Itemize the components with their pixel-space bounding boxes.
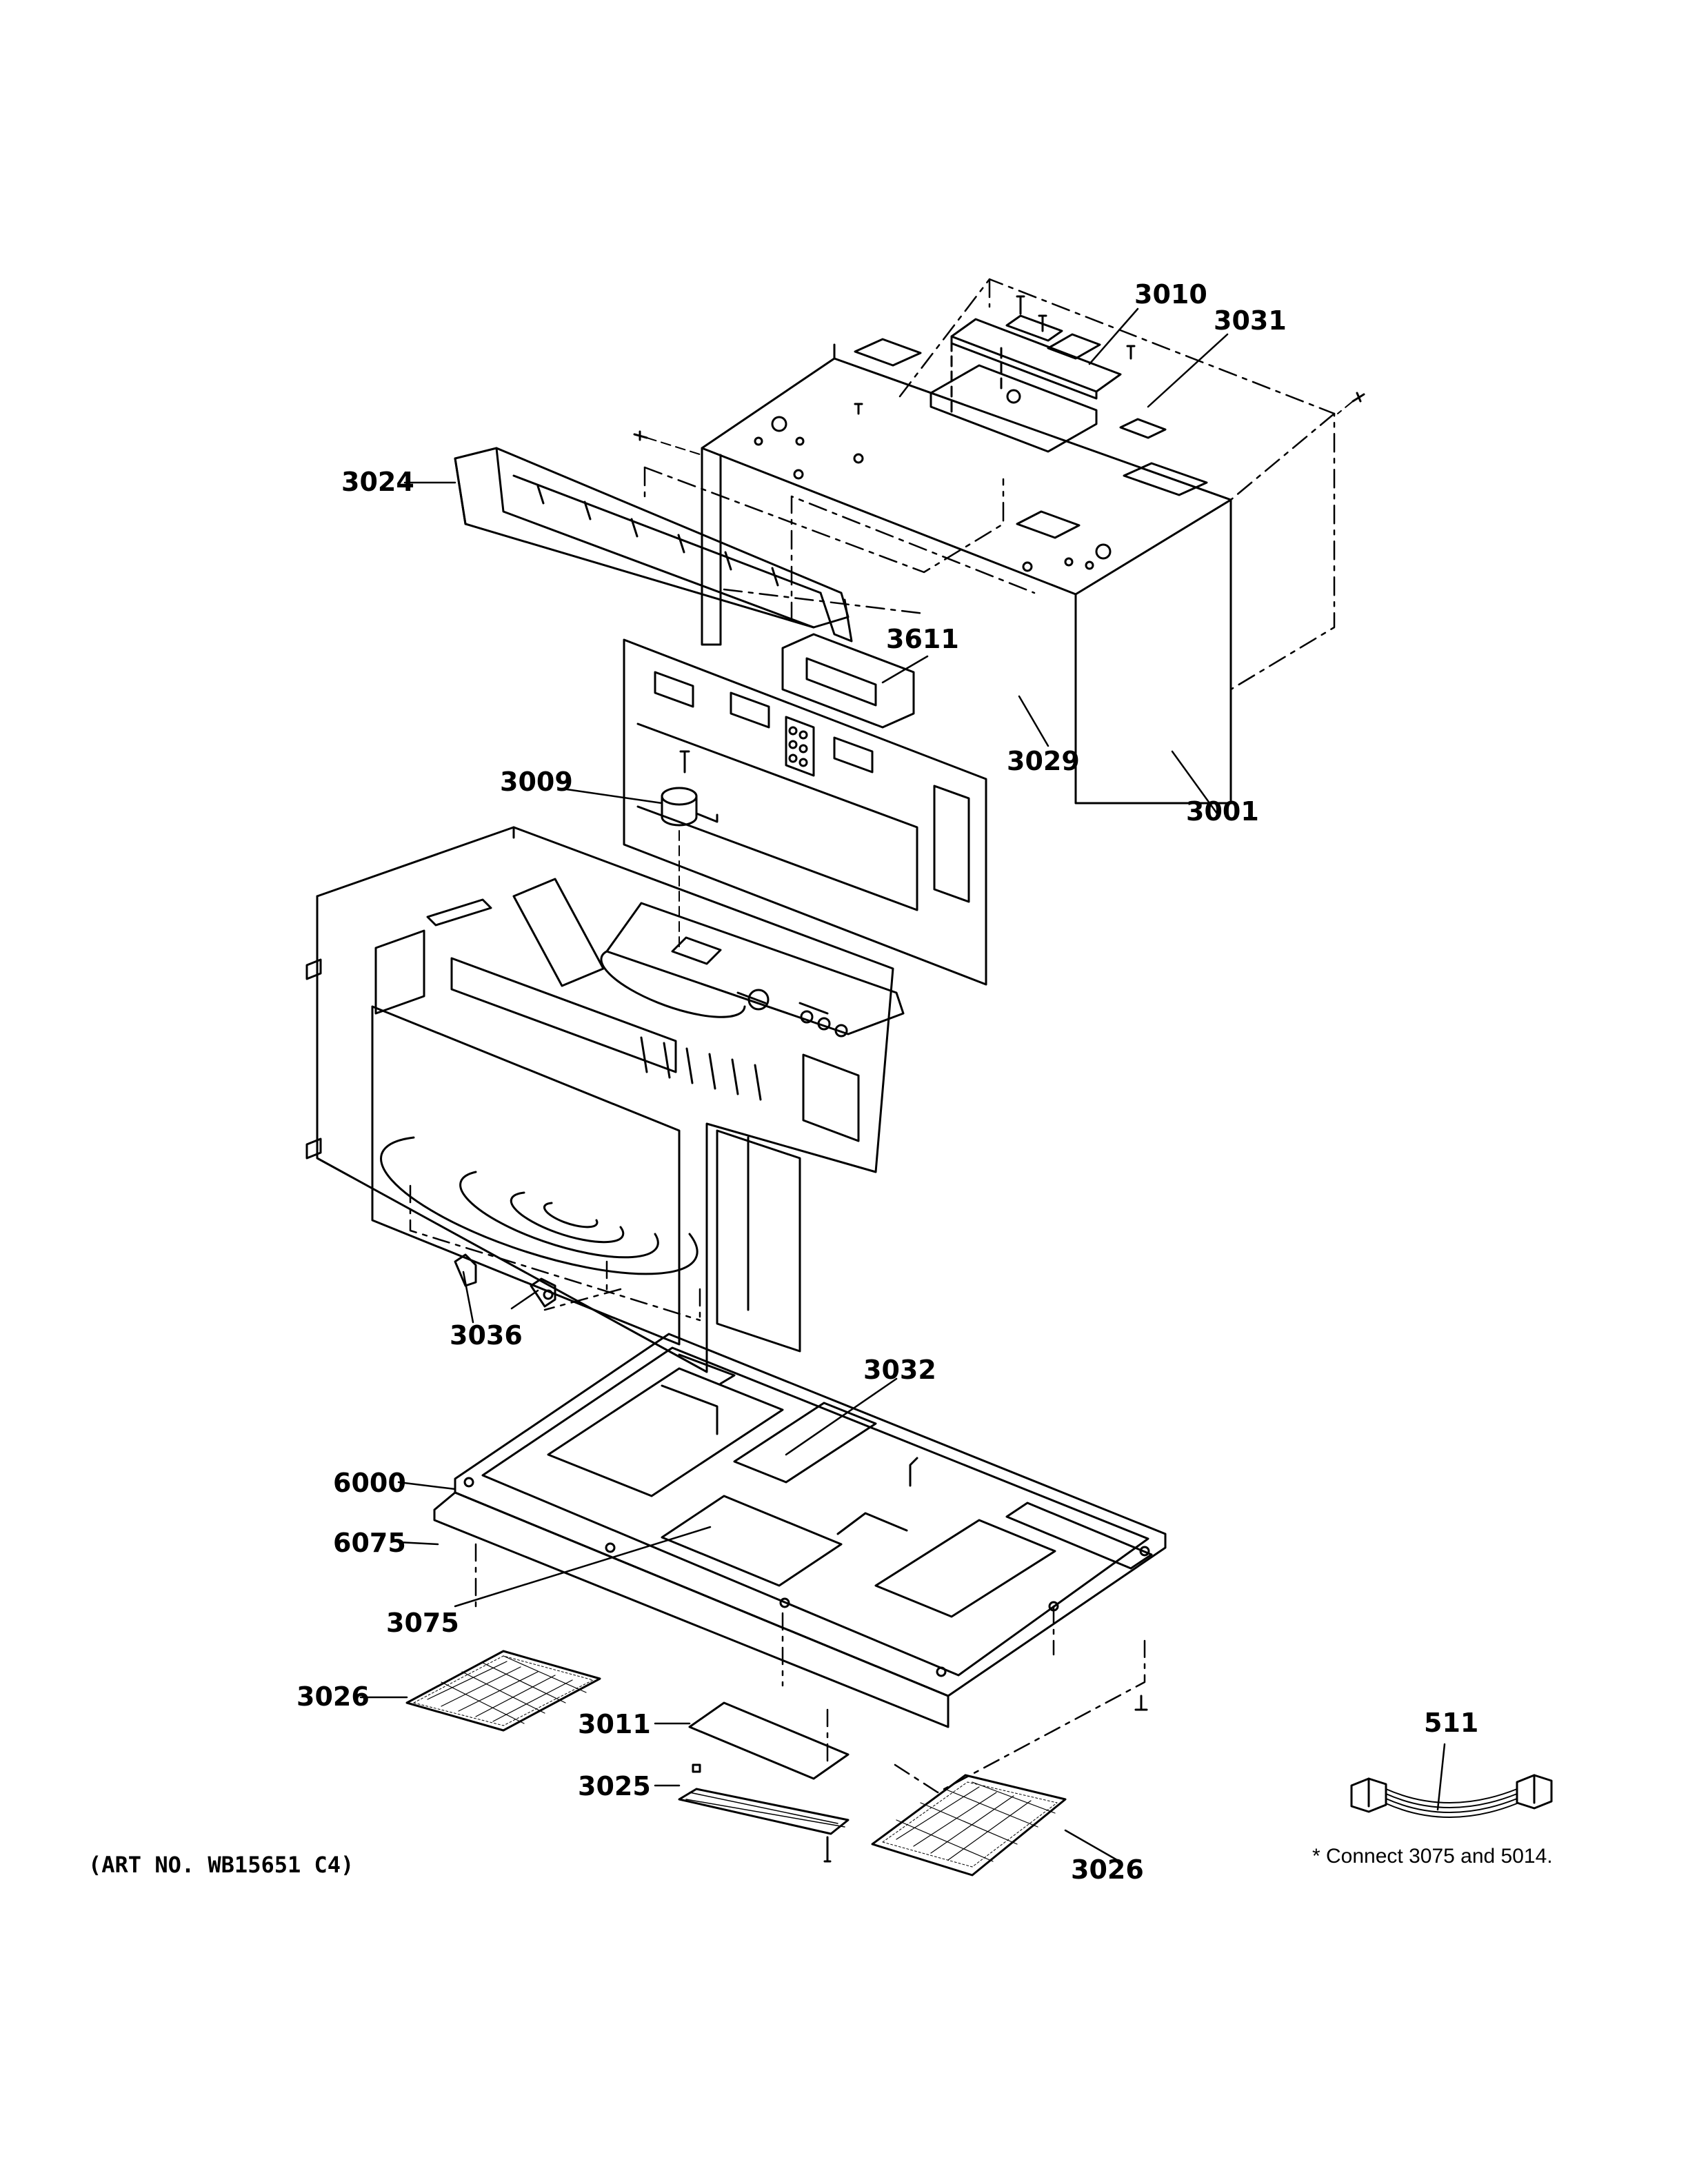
callout-3611: 3611 — [886, 624, 959, 654]
callout-511: 511 — [1424, 1708, 1479, 1738]
callout-3010: 3010 — [1134, 279, 1207, 310]
callout-3029: 3029 — [1007, 746, 1080, 776]
wire-harness — [1350, 1774, 1553, 1818]
callout-6000: 6000 — [333, 1468, 406, 1498]
cavity-dashed-guides — [409, 1184, 701, 1322]
art-number: (ART NO. WB15651 C4) — [88, 1852, 354, 1878]
callout-3075: 3075 — [386, 1608, 459, 1638]
leader-lines — [359, 307, 1446, 1861]
base-plate — [433, 1333, 1167, 1728]
base-dashed-guides — [474, 1543, 1146, 1794]
light-cover — [678, 1695, 1148, 1863]
connection-note: * Connect 3075 and 5014. — [1312, 1845, 1553, 1868]
grease-filter-left — [405, 1650, 601, 1732]
callout-3011: 3011 — [578, 1709, 651, 1739]
callout-3009: 3009 — [500, 767, 573, 797]
outer-case — [701, 338, 1232, 805]
callout-6075: 6075 — [333, 1528, 406, 1558]
control-bracket — [854, 295, 1167, 439]
door-clips — [454, 1253, 556, 1308]
vent-grille — [454, 447, 853, 643]
callout-3031: 3031 — [1214, 305, 1287, 336]
callout-3001: 3001 — [1186, 796, 1259, 827]
thermostat-part — [661, 750, 719, 949]
callout-3032: 3032 — [863, 1355, 936, 1385]
grease-filter-right — [871, 1774, 1067, 1877]
callout-3024: 3024 — [341, 467, 414, 497]
case-screws — [633, 392, 1365, 456]
callout-3026-right: 3026 — [1071, 1854, 1144, 1885]
back-panel — [623, 633, 987, 986]
callout-3026-left: 3026 — [297, 1681, 370, 1712]
cavity-chassis — [305, 826, 905, 1373]
callout-3025: 3025 — [578, 1771, 651, 1801]
callout-3036: 3036 — [450, 1320, 523, 1351]
